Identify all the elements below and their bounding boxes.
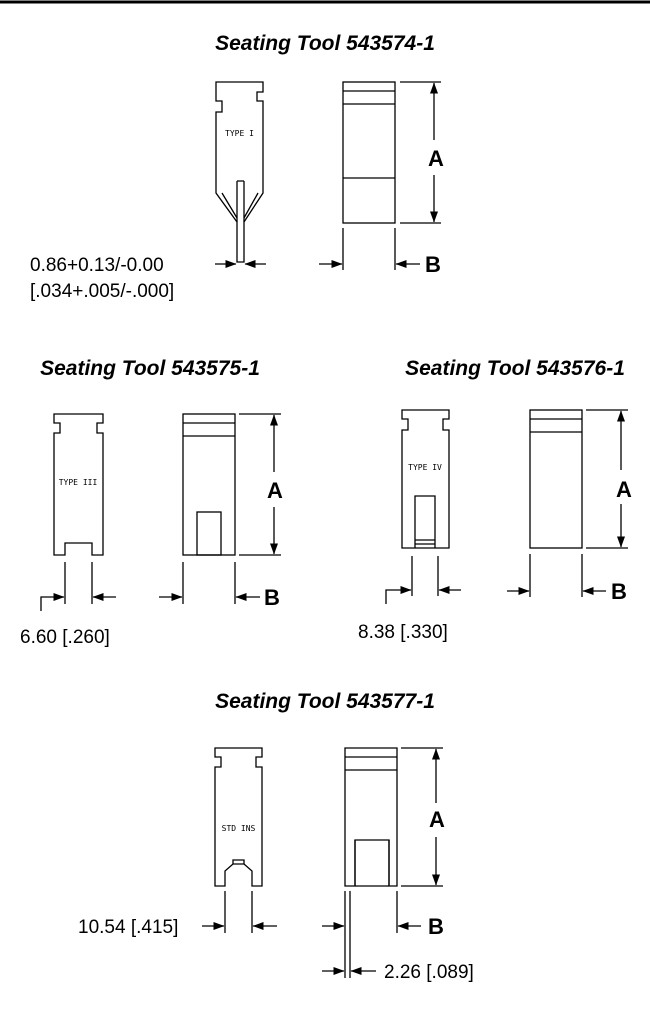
dim-a-letter: A	[616, 477, 632, 502]
side-view-bands	[530, 418, 582, 433]
dim-width-extension	[64, 562, 93, 604]
type-label: TYPE III	[59, 478, 98, 487]
dim-a-extension	[400, 81, 441, 224]
side-view-bands	[183, 422, 235, 437]
side-view-bands	[343, 90, 395, 179]
side-view-slot	[196, 511, 222, 556]
type-label: TYPE IV	[408, 463, 442, 472]
dim-width-extension	[411, 556, 439, 596]
dim-b-extension	[182, 562, 236, 604]
dim-b-extension	[342, 228, 396, 270]
dim-a-letter: A	[267, 478, 283, 503]
dim-width-extension	[224, 891, 253, 933]
tool-front-view	[401, 409, 450, 549]
tool-slot	[236, 180, 245, 222]
tool-title: Seating Tool 543576-1	[405, 357, 625, 380]
tool-543577-1: Seating Tool 543577-1 STD INS A B 2.26 […	[78, 690, 474, 983]
dim-width-arrow-left	[40, 593, 65, 611]
type-label: STD INS	[222, 824, 256, 833]
dim-a-extension	[401, 747, 443, 887]
tool-543575-1: Seating Tool 543575-1 TYPE III A B 6.60 …	[20, 357, 283, 648]
dim-b-letter: B	[425, 252, 441, 277]
dim-width-mm: 0.86+0.13/-0.00	[30, 255, 164, 276]
tool-side-view	[529, 409, 583, 549]
tool-title: Seating Tool 543574-1	[215, 32, 435, 55]
dim-a-extension	[586, 409, 628, 549]
tool-slot	[414, 495, 436, 548]
tool-side-view	[342, 81, 396, 224]
dim-width-label: 6.60 [.260]	[20, 627, 110, 648]
tool-543574-1: Seating Tool 543574-1 TYPE I A B 0.86+0.…	[30, 32, 444, 302]
tool-title: Seating Tool 543575-1	[40, 357, 260, 380]
tool-front-view	[215, 81, 264, 263]
dim-width-label: 10.54 [.415]	[78, 917, 178, 938]
dim-b-letter: B	[428, 914, 444, 939]
tool-title: Seating Tool 543577-1	[215, 690, 435, 713]
tool-front-view	[53, 413, 104, 556]
tool-side-view	[182, 413, 236, 556]
dim-a-letter: A	[428, 146, 444, 171]
dim-b-letter: B	[611, 579, 627, 604]
tool-slot-notch	[232, 859, 245, 864]
dim-slot-label: 2.26 [.089]	[384, 962, 474, 983]
tool-543576-1: Seating Tool 543576-1 TYPE IV A B 8.38 […	[358, 357, 632, 643]
dim-slot-extension	[344, 891, 351, 978]
side-view-bands	[345, 756, 397, 771]
dim-b-letter: B	[264, 585, 280, 610]
dim-a-extension	[239, 413, 281, 556]
tool-taper-lines	[221, 192, 259, 219]
type-label: TYPE I	[225, 129, 254, 138]
dim-b-extension	[529, 554, 583, 597]
dim-width-inch: [.034+.005/-.000]	[30, 281, 174, 302]
tool-front-view	[214, 747, 263, 887]
side-view-slot	[354, 840, 390, 887]
dim-width-label: 8.38 [.330]	[358, 622, 448, 643]
dim-width-arrow-left	[385, 586, 412, 604]
dim-a-letter: A	[429, 807, 445, 832]
